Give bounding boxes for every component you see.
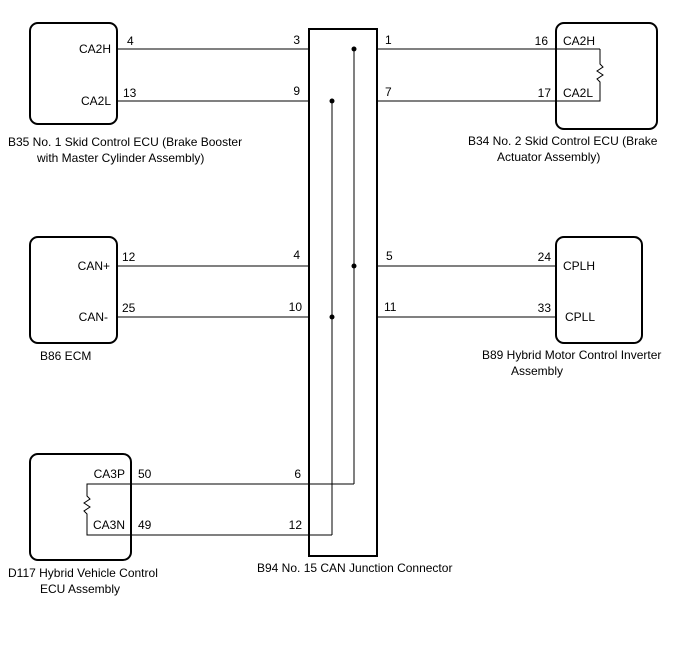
b35-caption-line2: with Master Cylinder Assembly) — [36, 151, 204, 165]
b94-pin-9: 9 — [293, 84, 300, 98]
b89-inverter-box — [555, 236, 643, 344]
d117-termination-resistor — [83, 483, 131, 536]
b89-pin-number-24: 24 — [538, 250, 552, 264]
b89-pin-label-cpll: CPLL — [565, 310, 595, 324]
b86-ecm-box — [29, 236, 118, 344]
b94-pin-4: 4 — [293, 248, 300, 262]
b94-pin-12: 12 — [289, 518, 303, 532]
b34-termination-resistor — [557, 49, 604, 102]
b34-pin-number-17: 17 — [538, 86, 552, 100]
b34-pin-label-ca2l: CA2L — [563, 86, 593, 100]
b35-pin-label-ca2l: CA2L — [81, 94, 111, 108]
b94-junction-connector — [308, 28, 378, 557]
b94-caption: B94 No. 15 CAN Junction Connector — [257, 561, 452, 575]
b94-pin-6: 6 — [294, 467, 301, 481]
b89-pin-label-cplh: CPLH — [563, 259, 595, 273]
b34-pin-label-ca2h: CA2H — [563, 34, 595, 48]
b86-pin-label-can-plus: CAN+ — [78, 259, 110, 273]
b86-pin-number-25: 25 — [122, 301, 136, 315]
b94-pin-7: 7 — [385, 85, 392, 99]
b34-pin-number-16: 16 — [535, 34, 549, 48]
b35-pin-number-4: 4 — [127, 34, 134, 48]
b94-pin-10: 10 — [289, 300, 303, 314]
d117-hybrid-vehicle-control-ecu-box — [29, 453, 132, 561]
junction-dot — [351, 46, 357, 52]
b89-caption-line1: B89 Hybrid Motor Control Inverter — [482, 348, 661, 362]
b35-pin-label-ca2h: CA2H — [79, 42, 111, 56]
b86-pin-label-can-minus: CAN- — [79, 310, 108, 324]
b34-caption-line1: B34 No. 2 Skid Control ECU (Brake — [468, 134, 658, 148]
b34-caption-line2: Actuator Assembly) — [497, 150, 600, 164]
junction-dot — [329, 314, 335, 320]
d117-pin-number-50: 50 — [138, 467, 152, 481]
b89-pin-number-33: 33 — [538, 301, 552, 315]
b89-caption-line2: Assembly — [511, 364, 563, 378]
b94-pin-3: 3 — [293, 33, 300, 47]
b94-pin-5: 5 — [386, 249, 393, 263]
b86-caption: B86 ECM — [40, 349, 91, 363]
d117-pin-number-49: 49 — [138, 518, 152, 532]
d117-caption-line1: D117 Hybrid Vehicle Control — [8, 566, 158, 580]
b35-pin-number-13: 13 — [123, 86, 137, 100]
b86-pin-number-12: 12 — [122, 250, 136, 264]
junction-dot — [351, 263, 357, 269]
b94-pin-11: 11 — [384, 300, 397, 314]
d117-pin-label-ca3p: CA3P — [94, 467, 125, 481]
b94-pin-1: 1 — [385, 33, 392, 47]
b35-skid-control-ecu-box — [29, 22, 118, 125]
d117-caption-line2: ECU Assembly — [40, 582, 120, 596]
d117-pin-label-ca3n: CA3N — [93, 518, 125, 532]
junction-dot — [329, 98, 335, 104]
b35-caption-line1: B35 No. 1 Skid Control ECU (Brake Booste… — [8, 135, 242, 149]
